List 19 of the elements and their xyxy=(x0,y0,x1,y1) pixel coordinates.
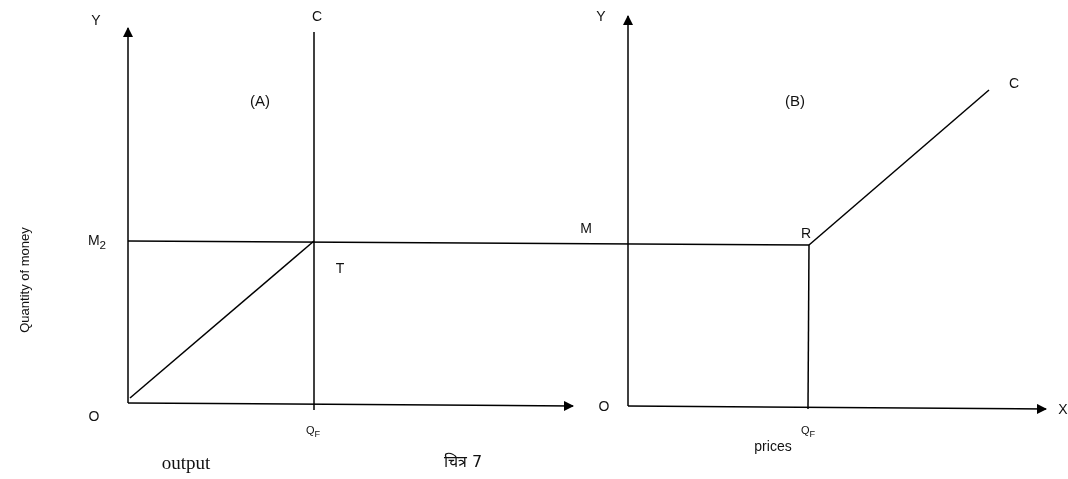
panel-label: (A) xyxy=(250,92,270,108)
point-label: M xyxy=(580,221,592,235)
axis-label: Y xyxy=(596,9,606,23)
panel-label: (B) xyxy=(785,92,805,108)
point-label: T xyxy=(335,261,345,275)
figure-caption: चित्र 7 xyxy=(443,454,483,470)
axis-label: M$_{2}$ xyxy=(87,233,107,251)
curve-label: C xyxy=(1008,76,1020,90)
point-label: R xyxy=(800,226,812,240)
curve-label: C xyxy=(311,9,323,23)
axis-title: output xyxy=(161,452,211,472)
axis-title: Quantity of money xyxy=(17,227,31,333)
axis-label: X xyxy=(1058,402,1068,416)
origin-label: O xyxy=(598,399,610,413)
axis-title: prices xyxy=(754,439,792,453)
tick-label: Q$_{F}$ xyxy=(305,424,321,440)
origin-label: O xyxy=(88,409,100,423)
tick-label: Q$_{F}$ xyxy=(800,424,816,440)
axis-label: Y xyxy=(91,13,101,27)
